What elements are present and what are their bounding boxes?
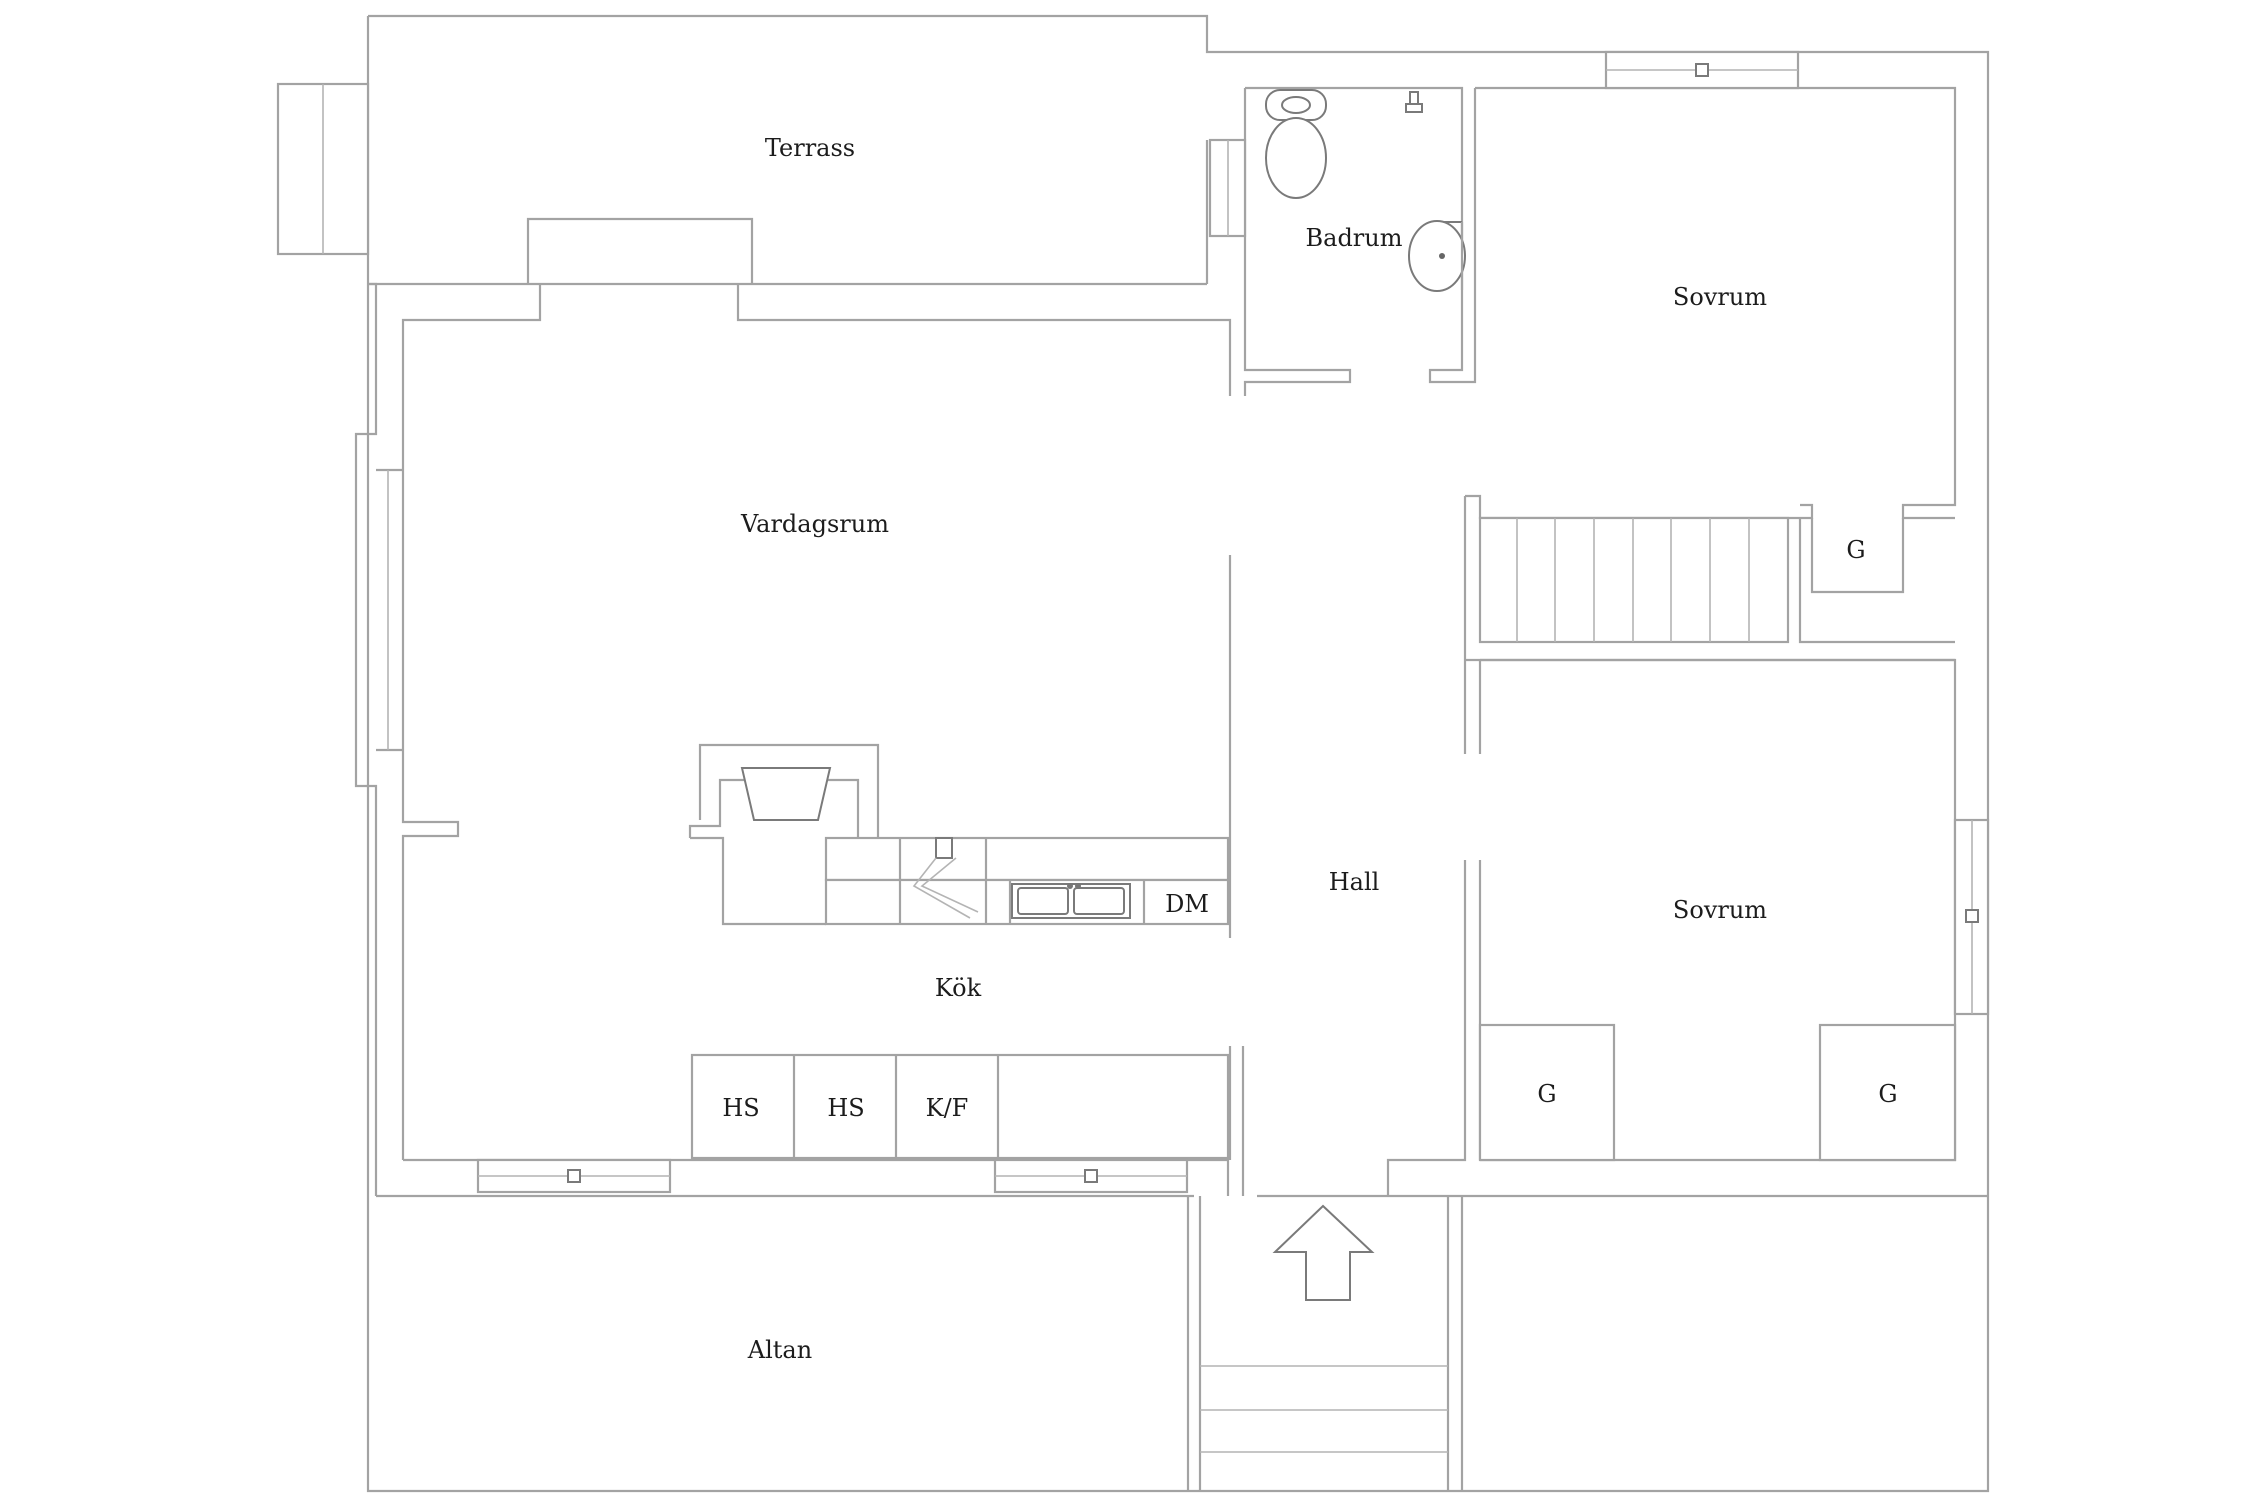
- upper-counter: [824, 836, 1230, 882]
- terrace-label: Terrass: [765, 134, 855, 162]
- dishwasher-label: DM: [1165, 890, 1209, 918]
- hall: Hall: [1228, 555, 1482, 1196]
- fireplace-outline: [698, 743, 880, 838]
- exterior-walls: [354, 14, 1990, 1493]
- bottom-bedroom: Sovrum G G: [1386, 658, 1990, 1196]
- bedroom-bottom-label: Sovrum: [1673, 896, 1767, 924]
- top-bedroom: Sovrum: [1475, 50, 1957, 520]
- living-room-walls: Vardagsrum: [376, 284, 1232, 1160]
- hall-label: Hall: [1329, 868, 1380, 896]
- entrance-arrow-up-icon: [1272, 1204, 1375, 1301]
- closet-br-label: G: [1878, 1080, 1897, 1108]
- closet-top-label: G: [1846, 536, 1865, 564]
- faucet-icon: [1405, 91, 1423, 113]
- double-sink-icon: [1011, 883, 1131, 919]
- closet-bl-label: G: [1537, 1080, 1556, 1108]
- bathroom: Badrum: [1208, 86, 1477, 396]
- kf-label: K/F: [926, 1094, 969, 1122]
- living-room-label: Vardagsrum: [740, 510, 889, 538]
- toilet-icon: [1265, 89, 1327, 199]
- bedroom-top-label: Sovrum: [1673, 283, 1767, 311]
- hs2-label: HS: [827, 1094, 864, 1122]
- kitchen-label: Kök: [935, 974, 982, 1002]
- sink-icon: [1408, 220, 1466, 292]
- closet-bottom-left: [1478, 1023, 1616, 1162]
- fireplace-icon: [740, 767, 832, 821]
- bathroom-label: Badrum: [1306, 224, 1403, 252]
- kitchen: DM Kök HS HS K/F: [688, 743, 1230, 1160]
- deck: Altan: [747, 1196, 1464, 1491]
- hs1-label: HS: [722, 1094, 759, 1122]
- bottom-cabinets: [690, 1053, 1230, 1160]
- deck-label: Altan: [747, 1336, 812, 1364]
- bottom-wall: [376, 1158, 1988, 1198]
- stove-hood-icon: [912, 837, 979, 919]
- stairs: [1463, 494, 1955, 662]
- closet-top: G: [1798, 518, 1955, 644]
- terrace: Terrass: [276, 82, 1207, 286]
- closet-bottom-right: [1818, 1023, 1957, 1162]
